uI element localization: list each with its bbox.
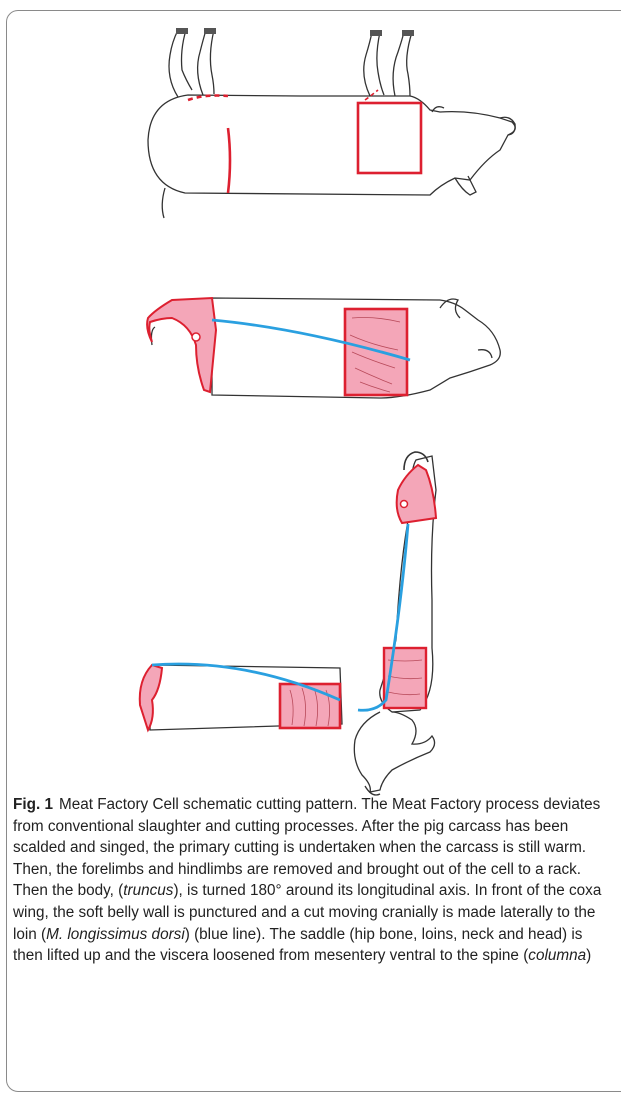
pig-carcass-limbs-removed-icon bbox=[147, 298, 500, 398]
cutting-pattern-illustration bbox=[0, 0, 621, 800]
hoof-marks bbox=[176, 28, 414, 36]
figure-label: Fig. 1 bbox=[13, 796, 53, 813]
caption-term-truncus: truncus bbox=[123, 882, 173, 899]
carcass-belly-section-icon bbox=[140, 664, 342, 730]
caption-term-columna: columna bbox=[528, 947, 586, 964]
caption-text-part-2: ( bbox=[114, 882, 123, 899]
caption-term-muscle: M. longissimus dorsi bbox=[46, 926, 185, 943]
pig-carcass-intact-icon bbox=[148, 30, 515, 218]
carcass-saddle-upright-icon bbox=[354, 452, 436, 795]
caption-text-end: ) bbox=[586, 947, 591, 964]
cut-lines-intact bbox=[188, 90, 421, 193]
